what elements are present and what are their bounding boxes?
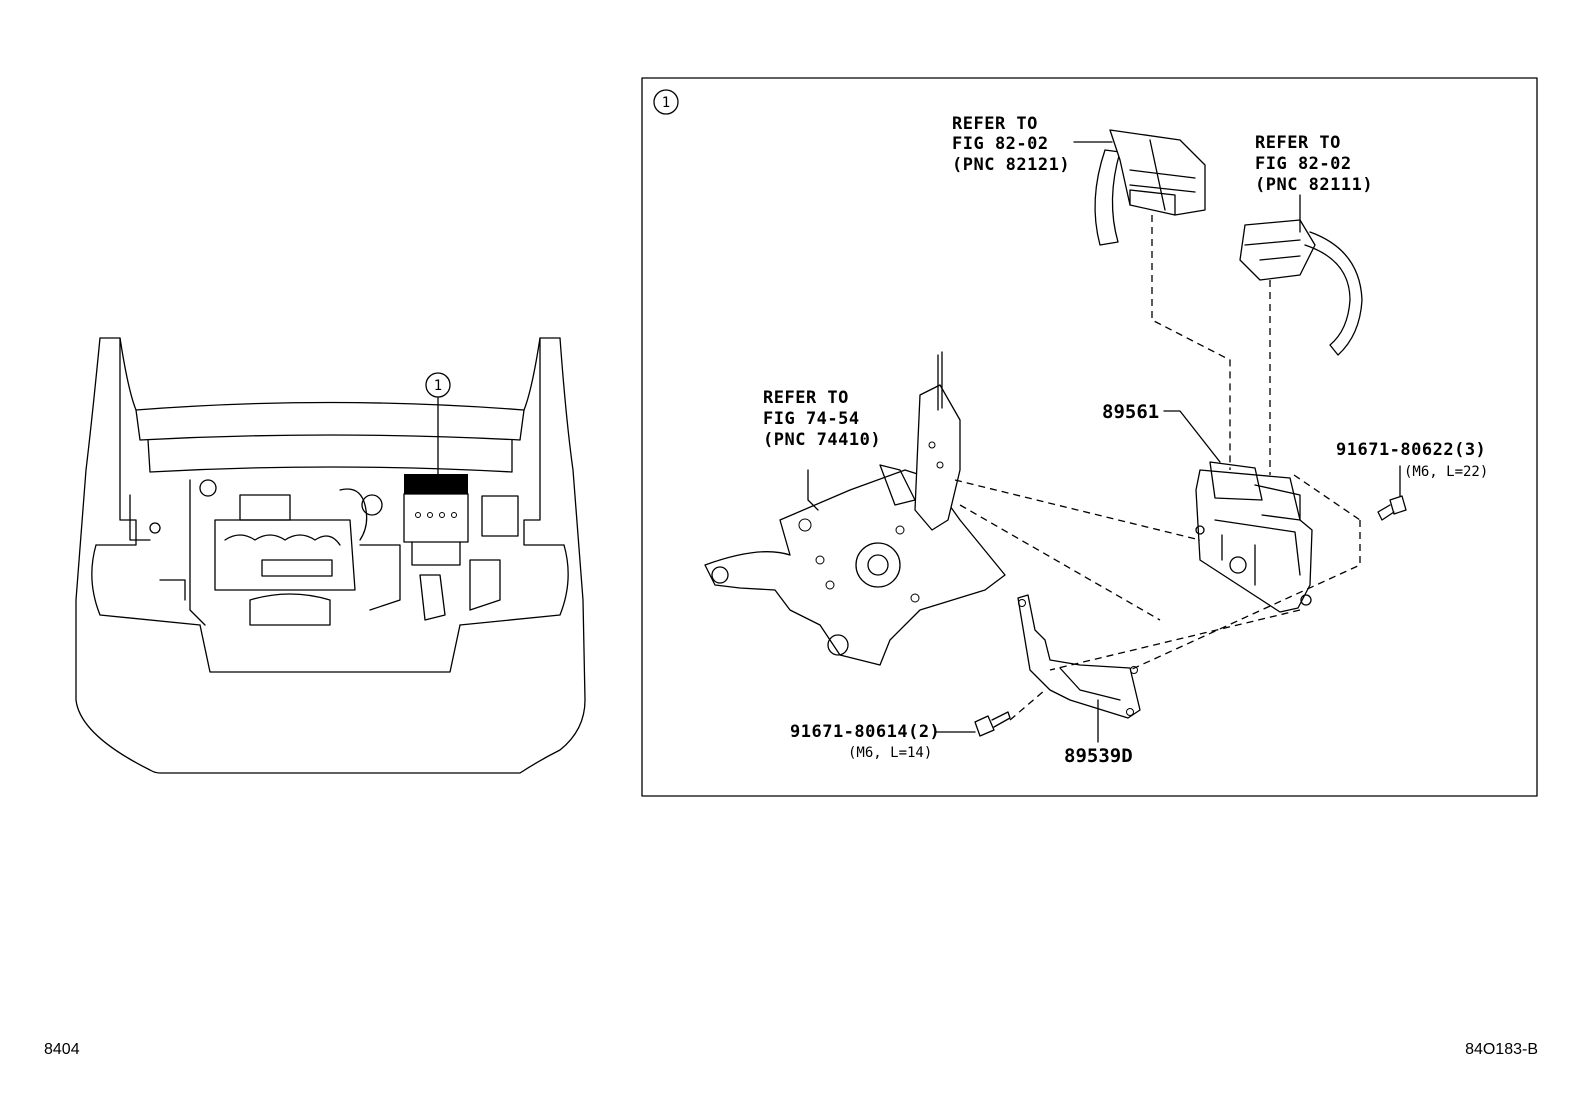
- svg-text:(PNC 82121): (PNC 82121): [952, 155, 1070, 175]
- vehicle-front-view: 1: [75, 337, 586, 774]
- detail-panel-frame: [641, 77, 1538, 797]
- svg-text:(PNC 74410): (PNC 74410): [763, 430, 881, 450]
- refer-label-82121: REFER TO FIG 82-02 (PNC 82121): [952, 114, 1070, 175]
- svg-text:REFER TO: REFER TO: [763, 388, 849, 408]
- bracket-89539D: [1017, 594, 1141, 719]
- mounting-plate-74410: [704, 351, 1006, 666]
- bolt-small-spec: (M6, L=14): [848, 745, 932, 761]
- part-number-89539D: 89539D: [1064, 745, 1133, 767]
- svg-text:REFER TO: REFER TO: [952, 114, 1038, 134]
- svg-text:FIG 82-02: FIG 82-02: [1255, 154, 1352, 174]
- svg-text:REFER TO: REFER TO: [1255, 133, 1341, 153]
- bolt-large-number: 91671-80622(3): [1336, 440, 1486, 460]
- panel-callout-number: 1: [662, 95, 670, 111]
- connector-82121: [1094, 129, 1206, 246]
- refer-label-74410: REFER TO FIG 74-54 (PNC 74410): [763, 388, 881, 450]
- footer-right-code: 84O183-B: [1465, 1041, 1538, 1058]
- ecu-89561: [1195, 461, 1313, 613]
- svg-text:(PNC 82111): (PNC 82111): [1255, 175, 1373, 195]
- bolt-91671-80622: [1377, 495, 1407, 521]
- svg-text:FIG 82-02: FIG 82-02: [952, 134, 1049, 154]
- refer-label-82111: REFER TO FIG 82-02 (PNC 82111): [1255, 133, 1373, 195]
- bolt-large-spec: (M6, L=22): [1404, 464, 1488, 480]
- svg-text:FIG 74-54: FIG 74-54: [763, 409, 860, 429]
- detail-panel: 1: [641, 77, 1538, 797]
- connector-82111: [1239, 219, 1363, 356]
- bolt-small-number: 91671-80614(2): [790, 722, 940, 742]
- part-number-89561: 89561: [1102, 401, 1159, 423]
- bolt-91671-80614: [974, 711, 1011, 737]
- footer-left-code: 8404: [44, 1041, 80, 1058]
- overview-callout-number: 1: [434, 378, 442, 394]
